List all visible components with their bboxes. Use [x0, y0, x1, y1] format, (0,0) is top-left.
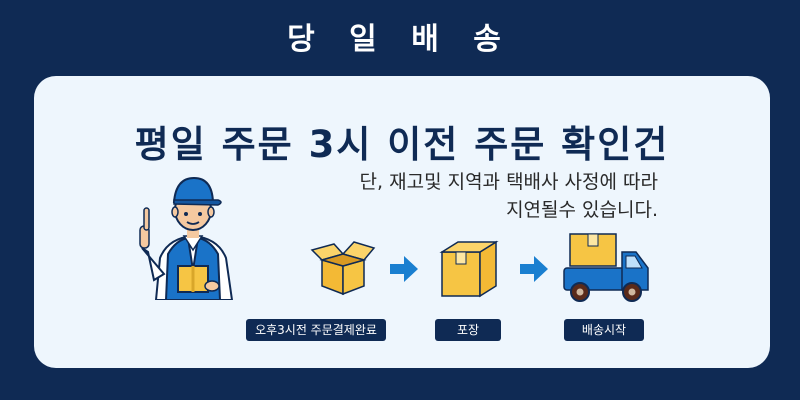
arrow-right-icon	[390, 256, 418, 282]
banner-title: 당 일 배 송	[287, 22, 513, 57]
step-label-order: 오후3시전 주문결제완료	[246, 319, 386, 341]
note-line-2: 지연될수 있습니다.	[506, 199, 658, 221]
arrow-right-icon	[520, 256, 548, 282]
headline: 평일 주문 3시 이전 주문 확인건	[134, 123, 670, 166]
delivery-worker-icon	[139, 176, 234, 300]
note-line-1: 단, 재고및 지역과 택배사 사정에 따라	[359, 171, 658, 193]
info-card: 평일 주문 3시 이전 주문 확인건 단, 재고및 지역과 택배사 사정에 따라…	[34, 76, 770, 368]
delivery-truck-icon	[563, 233, 649, 302]
step-label-packing: 포장	[435, 319, 501, 341]
delay-note: 단, 재고및 지역과 택배사 사정에 따라 지연될수 있습니다.	[238, 168, 658, 224]
closed-box-icon	[439, 240, 499, 298]
step-label-shipping: 배송시작	[564, 319, 644, 341]
open-box-icon	[310, 241, 376, 296]
